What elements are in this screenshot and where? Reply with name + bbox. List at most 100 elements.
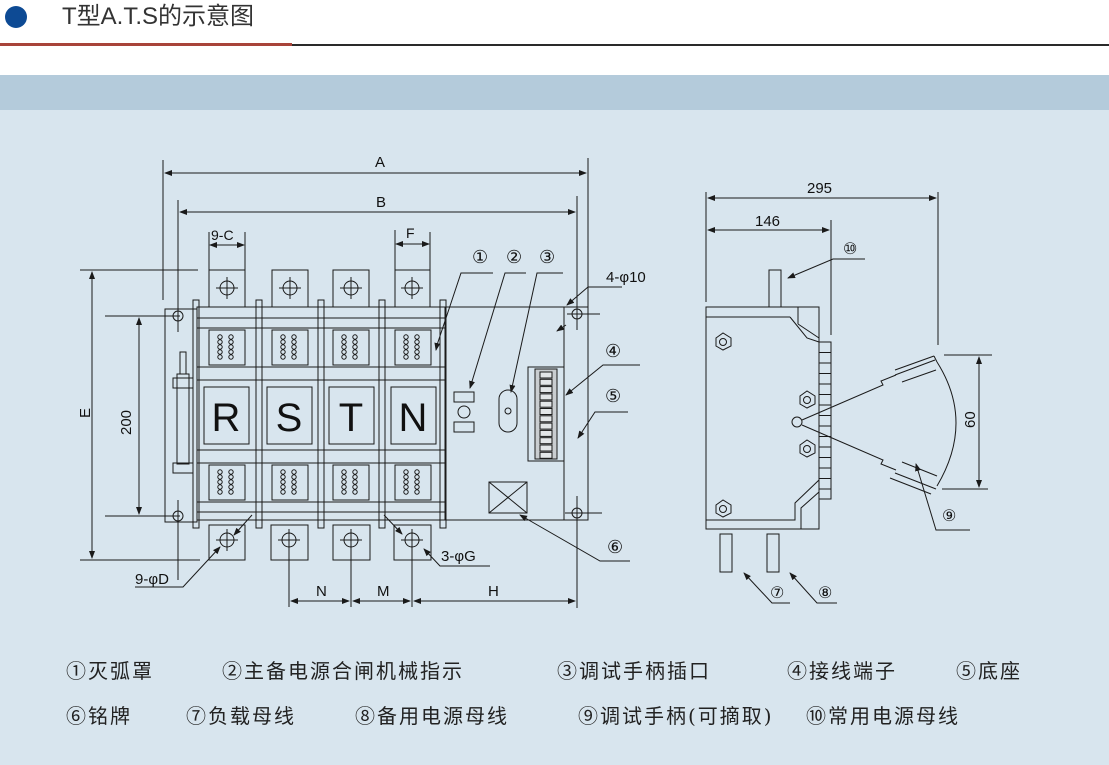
coil-turn [414,469,420,475]
coil-turn [280,349,286,355]
dim-f-label: F [406,225,415,241]
coil-turn [228,354,234,360]
dim-c: 9-C [208,227,246,272]
page-title: T型A.T.S的示意图 [62,3,255,30]
callout-5: ⑤ [605,386,621,406]
coil-turn [352,354,358,360]
coil-turn [280,474,286,480]
coil-box [208,464,246,501]
title-bullet-icon [5,6,27,28]
callout-7: ⑦ [770,585,784,602]
coil-turn [352,334,358,340]
coil-turn [352,489,358,495]
terminal-cell [539,400,553,408]
coil-turn [403,339,409,345]
legend-item-5: ⑤底座 [956,659,1022,683]
terminal-cell [539,429,553,437]
coil-turn [341,469,347,475]
phase-label-r: R [212,396,241,440]
front-view: A B 9-C F E [77,154,646,608]
top-terminals [208,269,431,308]
dim-200: 200 [105,315,180,517]
coil-turn [352,344,358,350]
coil-turn [403,354,409,360]
coil-turn [291,339,297,345]
terminal-cell [539,437,553,445]
left-base-plate [164,295,198,580]
phase-label-n: N [399,396,428,440]
mount-holes-label: 4-φ10 [606,269,646,286]
callout-6: ⑥ [607,537,623,557]
coil-turn [228,479,234,485]
dim-a: A [162,154,589,310]
coil-turn [228,469,234,475]
dim-nmh: N M H [290,583,576,604]
dim-f: F [394,225,431,272]
main-body [192,299,447,529]
coil-turn [403,344,409,350]
coil-turn [414,339,420,345]
dim-146-label: 146 [755,213,780,230]
coil-turn [291,484,297,490]
callout-1: ① [472,247,488,267]
coil-turn [341,344,347,350]
terminal-cell [539,415,553,423]
coil-turn [414,484,420,490]
coil-turn [341,354,347,360]
header-band [0,75,1109,110]
coil-turn [403,484,409,490]
coil-turn [414,349,420,355]
front-callouts: ① ② ③ ④ ⑤ ⑥ 4-φ10 [434,247,646,562]
coil-turn [228,484,234,490]
legend-item-8: ⑧备用电源母线 [355,704,509,728]
dim-n-label: N [316,583,327,600]
coil-turn [291,474,297,480]
legend-item-4: ④接线端子 [787,659,897,683]
legend-item-1: ①灭弧罩 [66,659,154,683]
coil-turn [352,469,358,475]
coil-turn [341,349,347,355]
coil-box [394,464,432,501]
terminal-cell [539,393,553,401]
coil-turn [217,479,223,485]
coil-turn [228,339,234,345]
coil-turn [341,474,347,480]
coil-turn [217,339,223,345]
legend-item-9: ⑨调试手柄(可摘取) [578,704,774,728]
terminal-cell [539,408,553,415]
phase-label-s: S [276,396,303,440]
coil-turn [414,344,420,350]
coil-turn [291,349,297,355]
coil-turn [403,474,409,480]
coil-turn [291,344,297,350]
callout-9: ⑨ [942,508,956,525]
terminal-cell [539,371,553,379]
coil-turn [352,484,358,490]
coil-turn [217,354,223,360]
coil-turn [291,469,297,475]
coil-turn [280,334,286,340]
dim-d-label: 9-φD [135,571,169,588]
coil-box [332,464,370,501]
legend-item-2: ②主备电源合闸机械指示 [222,659,464,683]
coil-turn [352,339,358,345]
phase-labels: R S T N [203,386,437,445]
phase-label-t: T [339,396,363,440]
coil-turn [217,334,223,340]
coil-turn [352,479,358,485]
callout-10: ⑩ [843,241,857,258]
coil-boxes [208,329,432,501]
coil-turn [403,479,409,485]
dim-60-label: 60 [962,411,979,428]
coil-turn [403,469,409,475]
coil-turn [280,489,286,495]
coil-box [271,329,309,366]
controller-base [445,306,602,608]
title-accent-rule [0,43,292,46]
dim-a-label: A [375,154,385,171]
coil-turn [341,489,347,495]
title-bar: T型A.T.S的示意图 [0,0,1109,44]
dim-m-label: M [377,583,390,600]
dim-b-label: B [376,194,386,211]
coil-box [332,329,370,366]
